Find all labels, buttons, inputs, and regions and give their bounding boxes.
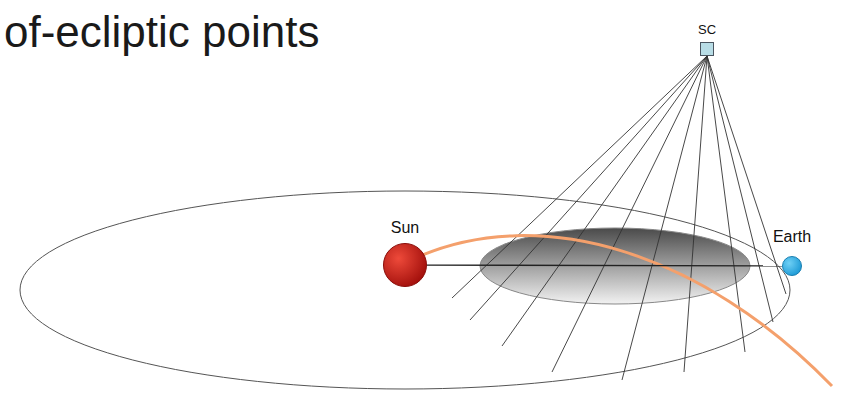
orbit-ellipse <box>20 191 790 389</box>
planet-circle <box>782 256 802 276</box>
square-marker <box>700 42 714 56</box>
earth-node: Earth <box>782 256 802 276</box>
node-label: Earth <box>773 227 811 246</box>
trajectory-curve <box>420 236 832 386</box>
planet-circle <box>383 243 427 287</box>
node-label: Sun <box>391 218 419 237</box>
sun-earth-line <box>427 264 782 266</box>
spacecraft-node: SC <box>700 42 714 56</box>
sun-node: Sun <box>383 243 427 287</box>
node-label: SC <box>698 22 716 38</box>
slide-title: of-ecliptic points <box>4 8 319 56</box>
sight-lines <box>452 56 786 380</box>
